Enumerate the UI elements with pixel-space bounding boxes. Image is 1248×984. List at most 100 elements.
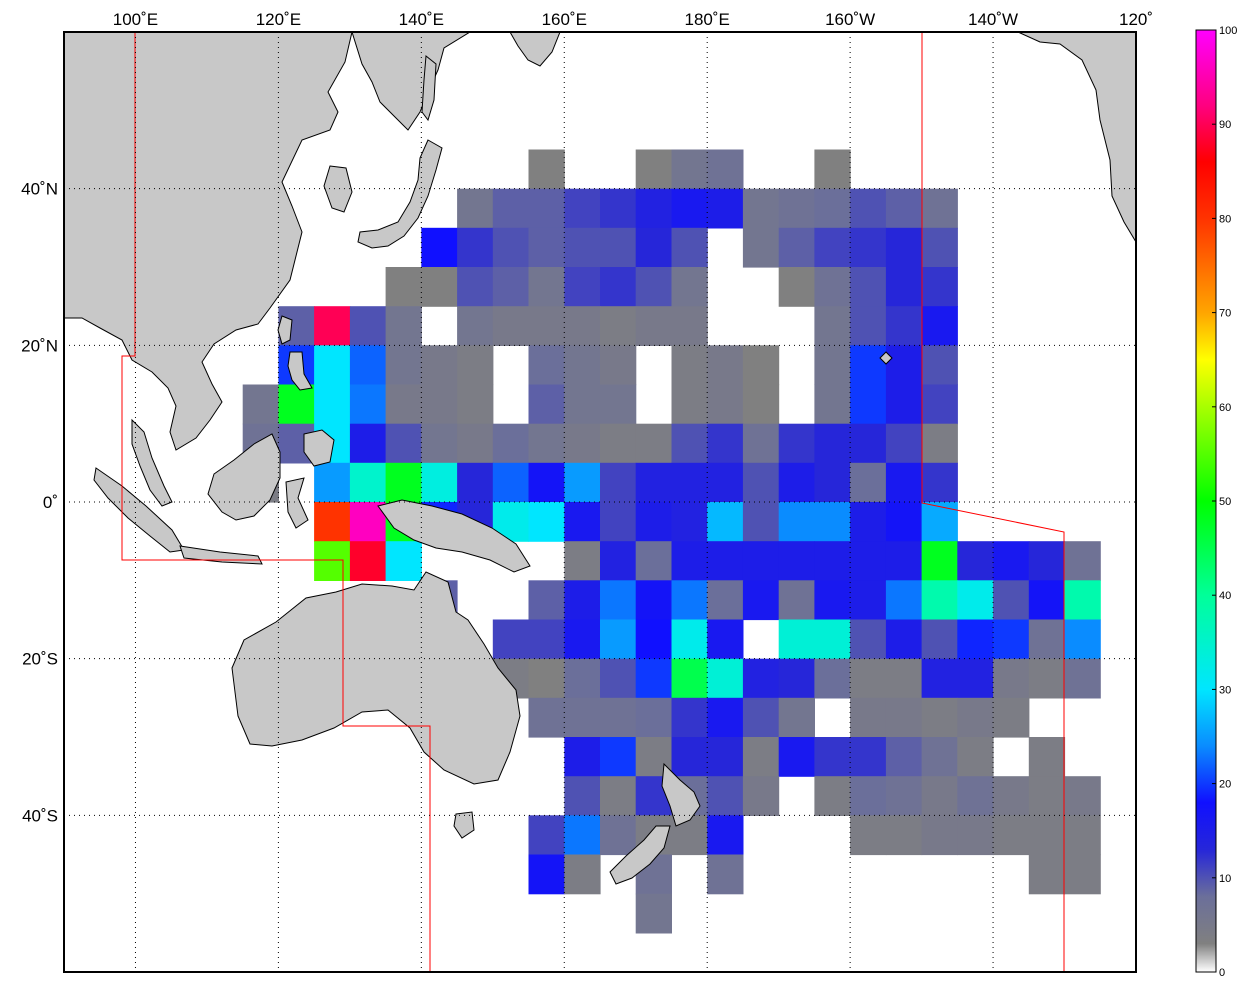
heatmap-cell [600,462,637,503]
heatmap-cell [600,697,637,738]
longitude-label: 140˚W [968,10,1018,29]
map-frame [63,31,1137,973]
heatmap-cell [635,541,672,581]
heatmap-cell [742,345,780,386]
heatmap-cell [993,580,1030,621]
heatmap-cell [635,502,672,542]
longitude-label: 120˚ [1119,10,1153,29]
land-sumatra [93,467,185,553]
heatmap-cell [600,345,637,386]
heatmap-cell [600,384,637,425]
heatmap-cell [314,502,351,542]
heatmap-cell [742,384,780,425]
heatmap-cell [671,227,708,268]
heatmap-cell [635,893,672,934]
longitude-label: 140˚E [399,10,444,29]
heatmap-cell [492,188,530,229]
heatmap-cell [1064,541,1101,581]
heatmap-cell [814,345,851,386]
heatmap-cell [671,580,708,621]
heatmap-cell [957,541,994,581]
heatmap-cell [814,384,851,425]
heatmap-cell [850,658,887,699]
heatmap-cell [885,580,923,621]
heatmap-cell [707,502,744,542]
heatmap-cell [778,423,815,464]
heatmap-cell [921,423,958,464]
heatmap-cell [314,345,351,386]
heatmap-cell [742,737,780,777]
heatmap-cell [993,776,1030,816]
heatmap-cell [850,502,887,542]
heatmap-cell [600,541,637,581]
heatmap-cell [564,188,601,229]
heatmap-cell [600,306,637,346]
heatmap-cell [921,384,958,425]
heatmap-cell [528,580,565,621]
heatmap-cell [528,227,565,268]
heatmap-cell [707,541,744,581]
heatmap-cell [921,697,958,738]
heatmap-cell [957,815,994,856]
heatmap-cell [1028,815,1066,856]
heatmap-cell [492,267,530,307]
heatmap-cell [314,462,351,503]
heatmap-cell [814,267,851,307]
heatmap-cell [778,502,815,542]
latitude-labels: 40˚N20˚N0˚20˚S40˚S [21,180,58,826]
heatmap-cell [1028,854,1066,895]
heatmap-cell [457,306,494,346]
colorbar-tick-label: 100 [1219,25,1237,37]
heatmap-cell [671,423,708,464]
land-tasmania [453,811,475,839]
heatmap-cell [564,306,601,346]
longitude-label: 120˚E [256,10,301,29]
heatmap-cell [528,188,565,229]
heatmap-cell [957,580,994,621]
heatmap-cell [814,541,851,581]
land-australia [231,571,521,785]
land-kamchatka [509,32,561,67]
heatmap-cell [885,737,923,777]
heatmap-cell [993,697,1030,738]
heatmap-cell [528,423,565,464]
heatmap-cell [814,227,851,268]
heatmap-cell [742,697,780,738]
colorbar-tick-label: 40 [1219,590,1231,602]
heatmap-cell [385,462,422,503]
land-new-guinea [377,499,531,573]
graticule [64,32,1136,972]
heatmap-cell [814,580,851,621]
heatmap-cell [492,423,530,464]
heatmap-cell [957,658,994,699]
heatmap-cell [564,384,601,425]
heatmap-cell [457,423,494,464]
heatmap-cell [457,384,494,425]
heatmap-cell [742,462,780,503]
heatmap-cell [814,502,851,542]
heatmap-cell [707,580,744,621]
heatmap-cell [707,737,744,777]
heatmap-cell [671,619,708,660]
heatmap-cell [421,267,458,307]
heatmap-cell [814,619,851,660]
heatmap-cell [349,306,387,346]
heatmap-cell [778,267,815,307]
heatmap-cell [635,462,672,503]
latitude-label: 40˚S [22,806,58,825]
heatmap-cell [885,619,923,660]
heatmap-cell [850,227,887,268]
heatmap-cell [993,658,1030,699]
heatmap-cell [635,619,672,660]
heatmap-cell [671,345,708,386]
heatmap-cell [707,697,744,738]
heatmap-cell [278,384,315,425]
heatmap-cell [921,737,958,777]
heatmap-cell [385,541,422,581]
longitude-label: 100˚E [113,10,158,29]
heatmap-cell [778,619,815,660]
heatmap-cell [600,227,637,268]
heatmap-cell [742,580,780,621]
